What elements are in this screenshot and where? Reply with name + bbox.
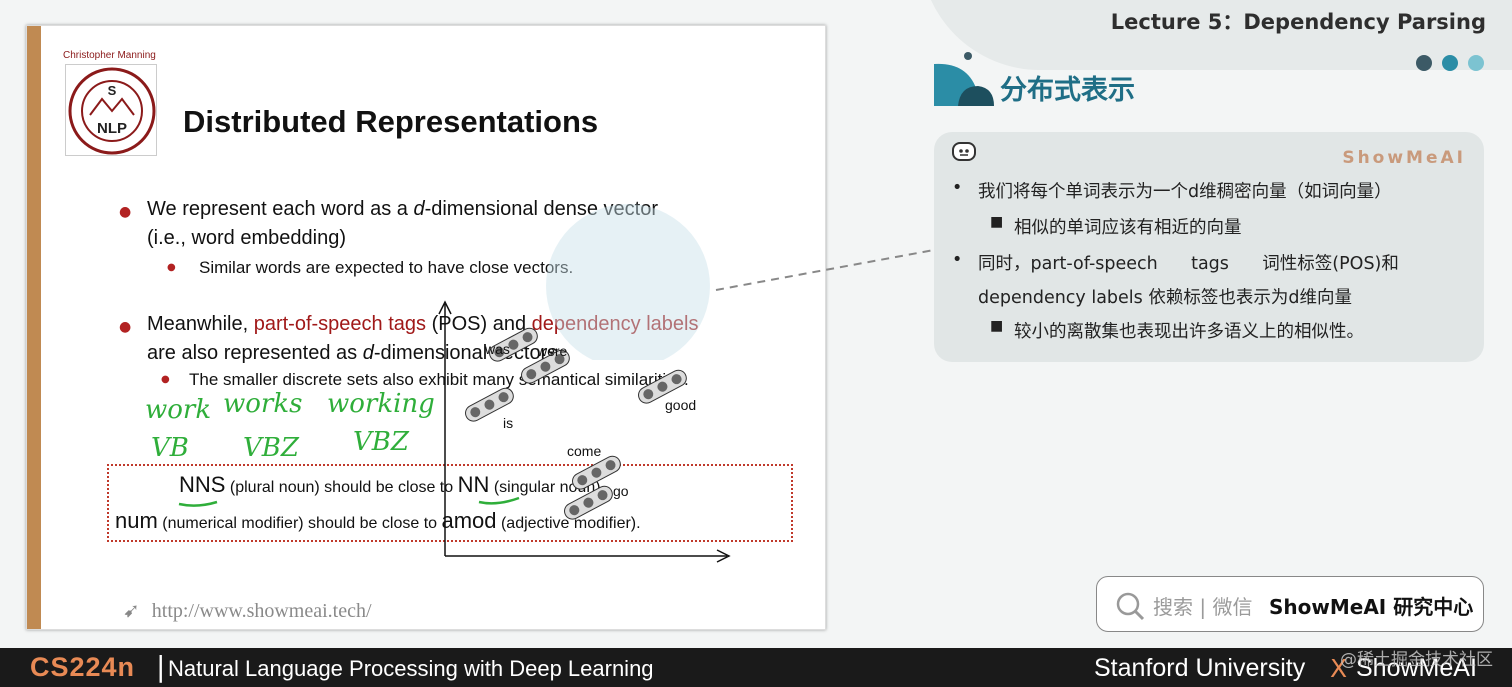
- highlight-overlay: [546, 204, 935, 360]
- course-name: Natural Language Processing with Deep Le…: [168, 656, 654, 681]
- bullet-1-text-a: We represent each word as a: [147, 198, 414, 220]
- bullet-2-text-a: Meanwhile,: [147, 313, 254, 335]
- robot-icon: [952, 142, 976, 161]
- plot-label-good: good: [665, 397, 696, 413]
- note-item-1: 我们将每个单词表示为一个d维稠密向量（如词向量）: [978, 182, 1392, 202]
- example-1-text-b: (singular noun).: [489, 479, 605, 496]
- dependency-labels-term: dependency labels: [532, 313, 699, 335]
- bullet-2-line-2-a: are also represented as: [147, 342, 363, 364]
- bullet-marker: ●: [119, 204, 132, 220]
- example-1: NNS (plural noun) should be close to NN …: [179, 472, 605, 498]
- footer-bar: CS224n | Natural Language Processing wit…: [0, 648, 1512, 687]
- nns-code: NNS: [179, 472, 226, 497]
- handwritten-word-working: working: [327, 389, 435, 419]
- note-item-5: 较小的离散集也表现出许多语义上的相似性。: [1014, 322, 1364, 342]
- highlight-circle: [546, 204, 710, 360]
- note-item-4: dependency labels 依赖标签也表示为d维向量: [978, 288, 1352, 308]
- section-title: 分布式表示: [1000, 75, 1135, 106]
- stanford-nlp-logo: S NLP: [65, 64, 157, 156]
- note-sub-marker: ■: [990, 318, 1004, 334]
- amod-code: amod: [441, 508, 497, 533]
- svg-text:S: S: [108, 83, 117, 98]
- course-code: CS224n: [30, 652, 136, 682]
- handwritten-word-work: work: [145, 395, 211, 425]
- bullet-1: We represent each word as a d-dimensiona…: [147, 198, 658, 221]
- footer-brand: ShowMeAI: [1356, 654, 1477, 682]
- example-1-text-a: (plural noun) should be close to: [225, 479, 458, 496]
- example-dotted-box: [107, 464, 793, 542]
- wechat-search-box[interactable]: 搜索 | 微信 ShowMeAI 研究中心: [1096, 576, 1484, 632]
- pointer-icon: ➹: [123, 598, 140, 622]
- svg-text:NLP: NLP: [97, 120, 127, 137]
- footer-x-mark: X: [1330, 654, 1348, 683]
- bullet-1-line-2: (i.e., word embedding): [147, 227, 346, 249]
- header-background-shape: [920, 0, 1512, 70]
- bullet-2-sub: The smaller discrete sets also exhibit m…: [189, 370, 689, 389]
- lecture-title: Lecture 5：Dependency Parsing: [1110, 10, 1486, 34]
- connector-line: [715, 249, 935, 291]
- decor-dot: [1468, 55, 1484, 71]
- bullet-2-line-2-italic: d: [362, 342, 374, 364]
- bullet-1-sub: Similar words are expected to have close…: [199, 258, 574, 277]
- search-brand: ShowMeAI 研究中心: [1269, 595, 1474, 619]
- decor-dot: [1442, 55, 1458, 71]
- slide-accent-bar: [27, 26, 41, 629]
- bullet-marker: ●: [119, 319, 132, 335]
- slide-author: Christopher Manning: [63, 50, 156, 61]
- handwritten-tag-vbz-2: VBZ: [353, 427, 410, 457]
- note-bullet-marker: •: [952, 178, 963, 198]
- example-2-text-b: (adjective modifier).: [496, 515, 641, 532]
- notes-card: ShowMeAI • 我们将每个单词表示为一个d维稠密向量（如词向量） ■ 相似…: [934, 132, 1484, 362]
- bullet-2-line-2-b: -dimensional vectors.: [373, 342, 563, 364]
- handwritten-word-works: works: [223, 389, 302, 419]
- bullet-1-text-b: -dimensional dense vector: [424, 198, 659, 220]
- plot-label-come: come: [567, 443, 601, 459]
- nn-code: NN: [457, 472, 490, 497]
- plot-label-is: is: [503, 415, 513, 431]
- bullet-1-italic: d: [413, 198, 425, 220]
- num-code: num: [115, 508, 158, 533]
- decor-dot: [1416, 55, 1432, 71]
- footer-separator: |: [156, 650, 166, 683]
- showmeai-brand: ShowMeAI: [1342, 148, 1466, 168]
- sub-bullet-marker: ●: [167, 262, 176, 273]
- university-name: Stanford University: [1094, 654, 1306, 682]
- juejin-watermark: @稀土掘金技术社区: [1340, 650, 1493, 670]
- handwritten-tag-vb: VB: [151, 433, 189, 463]
- note-bullet-marker: •: [952, 250, 963, 270]
- handwritten-tag-vbz: VBZ: [243, 433, 300, 463]
- note-item-3: 同时，part-of-speech tags 词性标签(POS)和: [978, 254, 1399, 274]
- bullet-2-line-2: are also represented as d-dimensional ve…: [147, 342, 563, 365]
- slide-title: Distributed Representations: [183, 104, 599, 139]
- bullet-2-text-b: (POS) and: [426, 313, 532, 335]
- slide-url-text: http://www.showmeai.tech/: [151, 600, 372, 622]
- slide-url[interactable]: ➹ http://www.showmeai.tech/: [123, 598, 372, 623]
- example-2: num (numerical modifier) should be close…: [115, 508, 641, 534]
- sub-bullet-marker: ●: [161, 374, 170, 385]
- decor-dots: [1416, 55, 1494, 75]
- note-sub-marker: ■: [990, 214, 1004, 230]
- section-header-icon: [934, 52, 994, 106]
- search-text: 搜索 | 微信: [1153, 595, 1253, 619]
- search-icon: [1116, 592, 1145, 621]
- note-item-2: 相似的单词应该有相近的向量: [1014, 218, 1242, 238]
- example-2-text-a: (numerical modifier) should be close to: [157, 515, 442, 532]
- pos-tags-term: part-of-speech tags: [253, 313, 427, 335]
